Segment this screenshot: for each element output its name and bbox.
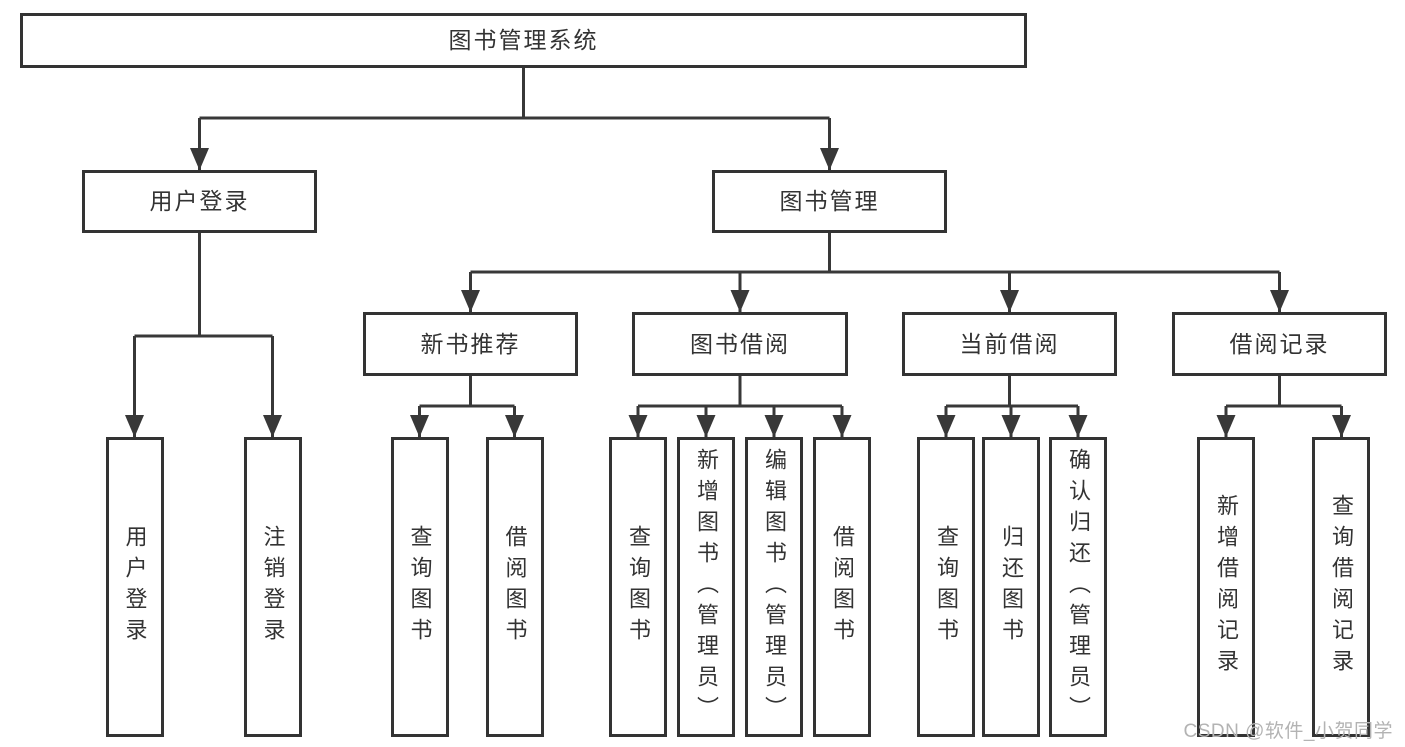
node-label: 注销登录 (260, 525, 286, 649)
leaf-borrowing-add-books-admin: 新增图书（管理员） (677, 437, 735, 737)
node-label: 查询借阅记录 (1329, 494, 1354, 680)
node-label: 图书借阅 (690, 330, 790, 357)
node-label: 查询图书 (407, 525, 433, 649)
leaf-records-query-record: 查询借阅记录 (1312, 437, 1370, 737)
watermark: CSDN @软件_小贺同学 (1183, 721, 1393, 742)
leaf-recommend-query-books: 查询图书 (390, 437, 449, 737)
node-label: 图书管理 (779, 188, 880, 214)
node-label: 归还图书 (999, 525, 1024, 649)
node-user-login: 用户登录 (82, 170, 317, 233)
node-label: 查询图书 (934, 525, 959, 649)
leaf-borrowing-edit-books-admin: 编辑图书（管理员） (745, 437, 803, 737)
leaf-records-add-record: 新增借阅记录 (1197, 437, 1255, 737)
node-label: 查询图书 (626, 525, 651, 649)
leaf-current-confirm-return-admin: 确认归还（管理员） (1049, 437, 1107, 737)
node-label: 借阅图书 (502, 525, 528, 649)
leaf-user-login: 用户登录 (105, 437, 164, 737)
node-label: 借阅记录 (1229, 330, 1330, 357)
leaf-borrowing-query-books: 查询图书 (609, 437, 667, 737)
node-label: 用户登录 (122, 525, 148, 649)
node-label: 用户登录 (149, 188, 250, 214)
node-label: 图书管理系统 (448, 27, 599, 53)
leaf-current-return-books: 归还图书 (982, 437, 1040, 737)
node-current-borrowing: 当前借阅 (902, 312, 1117, 376)
node-library-management-system: 图书管理系统 (20, 13, 1027, 68)
node-label: 借阅图书 (830, 525, 855, 649)
leaf-current-query-books: 查询图书 (917, 437, 975, 737)
leaf-borrowing-borrow-books: 借阅图书 (813, 437, 871, 737)
node-label: 当前借阅 (959, 330, 1060, 357)
node-label: 新增借阅记录 (1214, 494, 1239, 680)
node-label: 确认归还（管理员） (1066, 447, 1091, 727)
node-label: 新增图书（管理员） (694, 447, 719, 727)
node-book-borrowing: 图书借阅 (632, 312, 848, 376)
node-book-management: 图书管理 (712, 170, 947, 233)
leaf-recommend-borrow-books: 借阅图书 (485, 437, 544, 737)
node-new-book-recommend: 新书推荐 (363, 312, 578, 376)
node-label: 编辑图书（管理员） (762, 447, 787, 727)
leaf-logout: 注销登录 (243, 437, 302, 737)
node-label: 新书推荐 (420, 330, 521, 357)
node-borrowing-records: 借阅记录 (1172, 312, 1387, 376)
